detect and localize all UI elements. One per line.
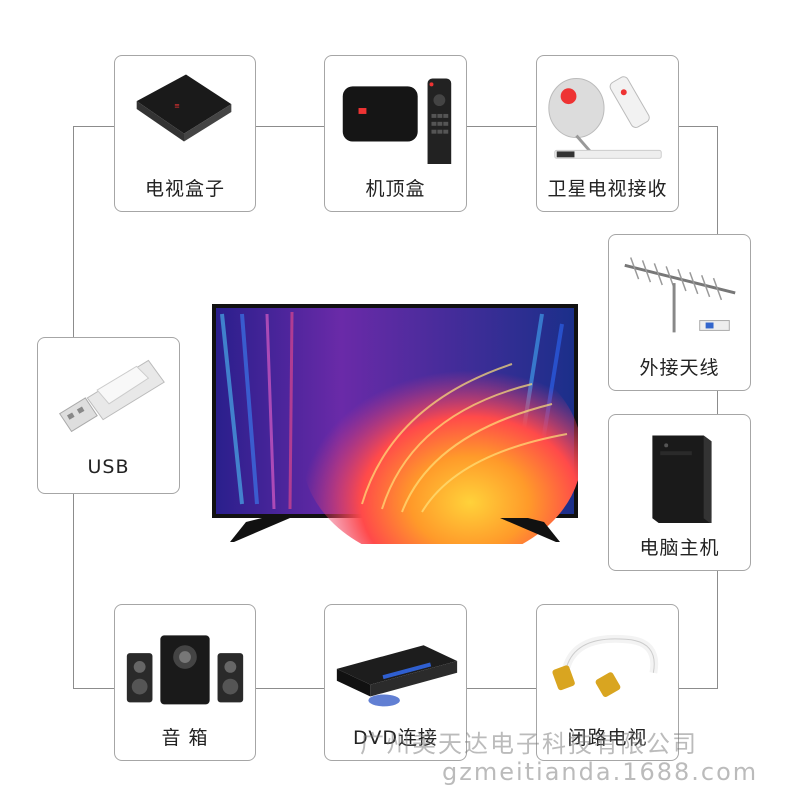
television-icon bbox=[212, 304, 578, 544]
device-card-set-top-box[interactable]: 机顶盒 bbox=[324, 55, 467, 212]
device-card-speakers[interactable]: 音 箱 bbox=[114, 604, 256, 761]
device-card-tv-box[interactable]: ≡ 电视盒子 bbox=[114, 55, 256, 212]
device-label: USB bbox=[87, 456, 130, 478]
connector-line bbox=[717, 126, 718, 689]
coax-cable-icon bbox=[552, 634, 659, 698]
device-label: 音 箱 bbox=[161, 727, 209, 749]
device-label: 卫星电视接收 bbox=[547, 178, 668, 200]
speakers-icon bbox=[126, 635, 244, 705]
device-label: DVD连接 bbox=[353, 727, 438, 749]
svg-text:≡: ≡ bbox=[174, 102, 180, 110]
device-card-dvd[interactable]: DVD连接 bbox=[324, 604, 467, 761]
watermark-company: 广州美天达电子科技有限公司 bbox=[360, 730, 698, 758]
watermark-url: gzmeitianda.1688.com bbox=[442, 758, 759, 786]
device-label: 外接天线 bbox=[639, 357, 720, 379]
device-label: 闭路电视 bbox=[567, 727, 648, 749]
dvd-player-icon bbox=[336, 645, 458, 707]
device-label: 机顶盒 bbox=[365, 178, 426, 200]
device-card-usb[interactable]: USB bbox=[37, 337, 180, 494]
usb-drive-icon bbox=[58, 359, 165, 433]
device-card-satellite[interactable]: 卫星电视接收 bbox=[536, 55, 679, 212]
set-top-box-icon bbox=[342, 78, 452, 164]
tv-box-icon: ≡ bbox=[136, 74, 232, 142]
device-card-antenna[interactable]: 外接天线 bbox=[608, 234, 751, 391]
device-label: 电脑主机 bbox=[639, 537, 720, 559]
device-label: 电视盒子 bbox=[144, 178, 225, 200]
antenna-icon bbox=[624, 257, 736, 333]
satellite-dish-icon bbox=[548, 76, 662, 159]
device-card-desktop[interactable]: 电脑主机 bbox=[608, 414, 751, 571]
desktop-computer-icon bbox=[652, 435, 712, 523]
device-card-coax[interactable]: 闭路电视 bbox=[536, 604, 679, 761]
